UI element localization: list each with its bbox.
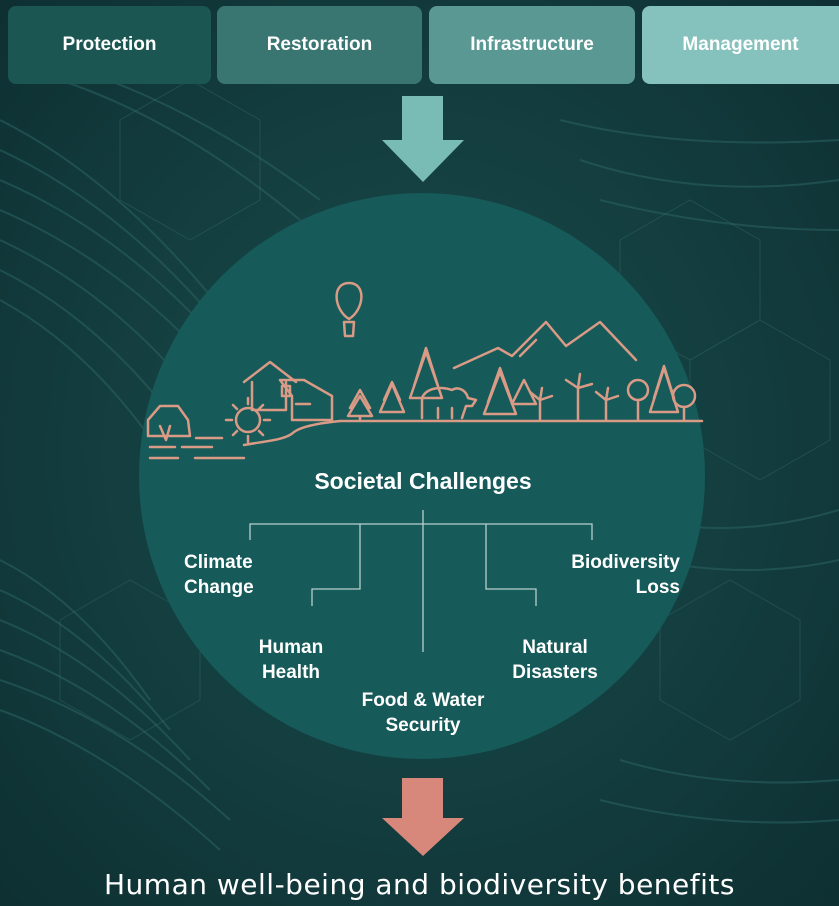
tab-infrastructure[interactable]: Infrastructure [429, 6, 635, 84]
outcome-caption: Human well-being and biodiversity benefi… [104, 868, 735, 901]
societal-challenges-title: Societal Challenges [314, 468, 532, 494]
challenges-circle [139, 193, 705, 759]
connector-lines [249, 510, 593, 652]
tab-restoration[interactable]: Restoration [217, 6, 422, 84]
tab-protection[interactable]: Protection [8, 6, 211, 84]
label-food-water-security: Food & Water Security [361, 690, 485, 736]
label-human-health: Human Health [258, 637, 324, 683]
down-arrow-top [382, 96, 464, 182]
label-biodiversity-loss: Biodiversity Loss [571, 552, 680, 598]
down-arrow-bottom [382, 778, 464, 856]
label-natural-disasters: Natural Disasters [512, 637, 598, 683]
landscape-illustration [146, 281, 704, 460]
tab-management[interactable]: Management [642, 6, 839, 84]
label-climate-change: Climate Change [184, 552, 254, 598]
